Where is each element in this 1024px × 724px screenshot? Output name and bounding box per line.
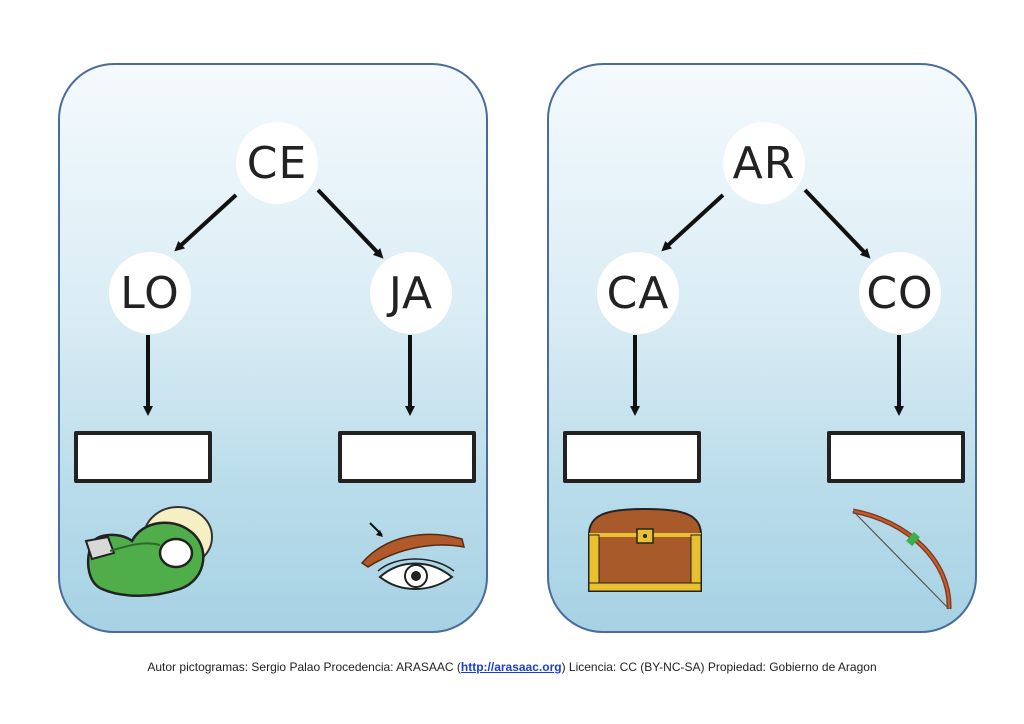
treasure-chest-icon — [587, 507, 703, 592]
arrows — [630, 188, 904, 416]
bow-icon — [852, 508, 952, 610]
arrow-top-right — [803, 188, 871, 259]
tape-dispenser-icon — [84, 506, 213, 597]
syllable-right: JA — [370, 252, 452, 334]
answer-box-right[interactable] — [827, 431, 965, 483]
arrow-top-left — [661, 193, 725, 252]
eyebrow-icon — [360, 522, 466, 590]
syllable-left: CA — [597, 252, 679, 334]
arasaac-link[interactable]: http://arasaac.org — [460, 660, 562, 674]
answer-box-left[interactable] — [74, 431, 212, 483]
answer-box-right[interactable] — [338, 431, 476, 483]
credits-text: Autor pictogramas: Sergio Palao Proceden… — [147, 660, 461, 674]
arrow-top-right — [316, 188, 384, 259]
syllable-top: AR — [723, 122, 805, 204]
syllable-right: CO — [859, 252, 941, 334]
syllable-top: CE — [236, 122, 318, 204]
arrow-top-left — [174, 193, 238, 252]
credits-footer: Autor pictogramas: Sergio Palao Proceden… — [0, 660, 1024, 674]
credits-text-end: ) Licencia: CC (BY-NC-SA) Propiedad: Gob… — [561, 660, 877, 674]
answer-box-left[interactable] — [563, 431, 701, 483]
syllable-left: LO — [109, 252, 191, 334]
syllable-card-right: AR CA CO — [547, 63, 977, 633]
arrows — [143, 188, 415, 416]
syllable-card-left: CE LO JA — [58, 63, 488, 633]
